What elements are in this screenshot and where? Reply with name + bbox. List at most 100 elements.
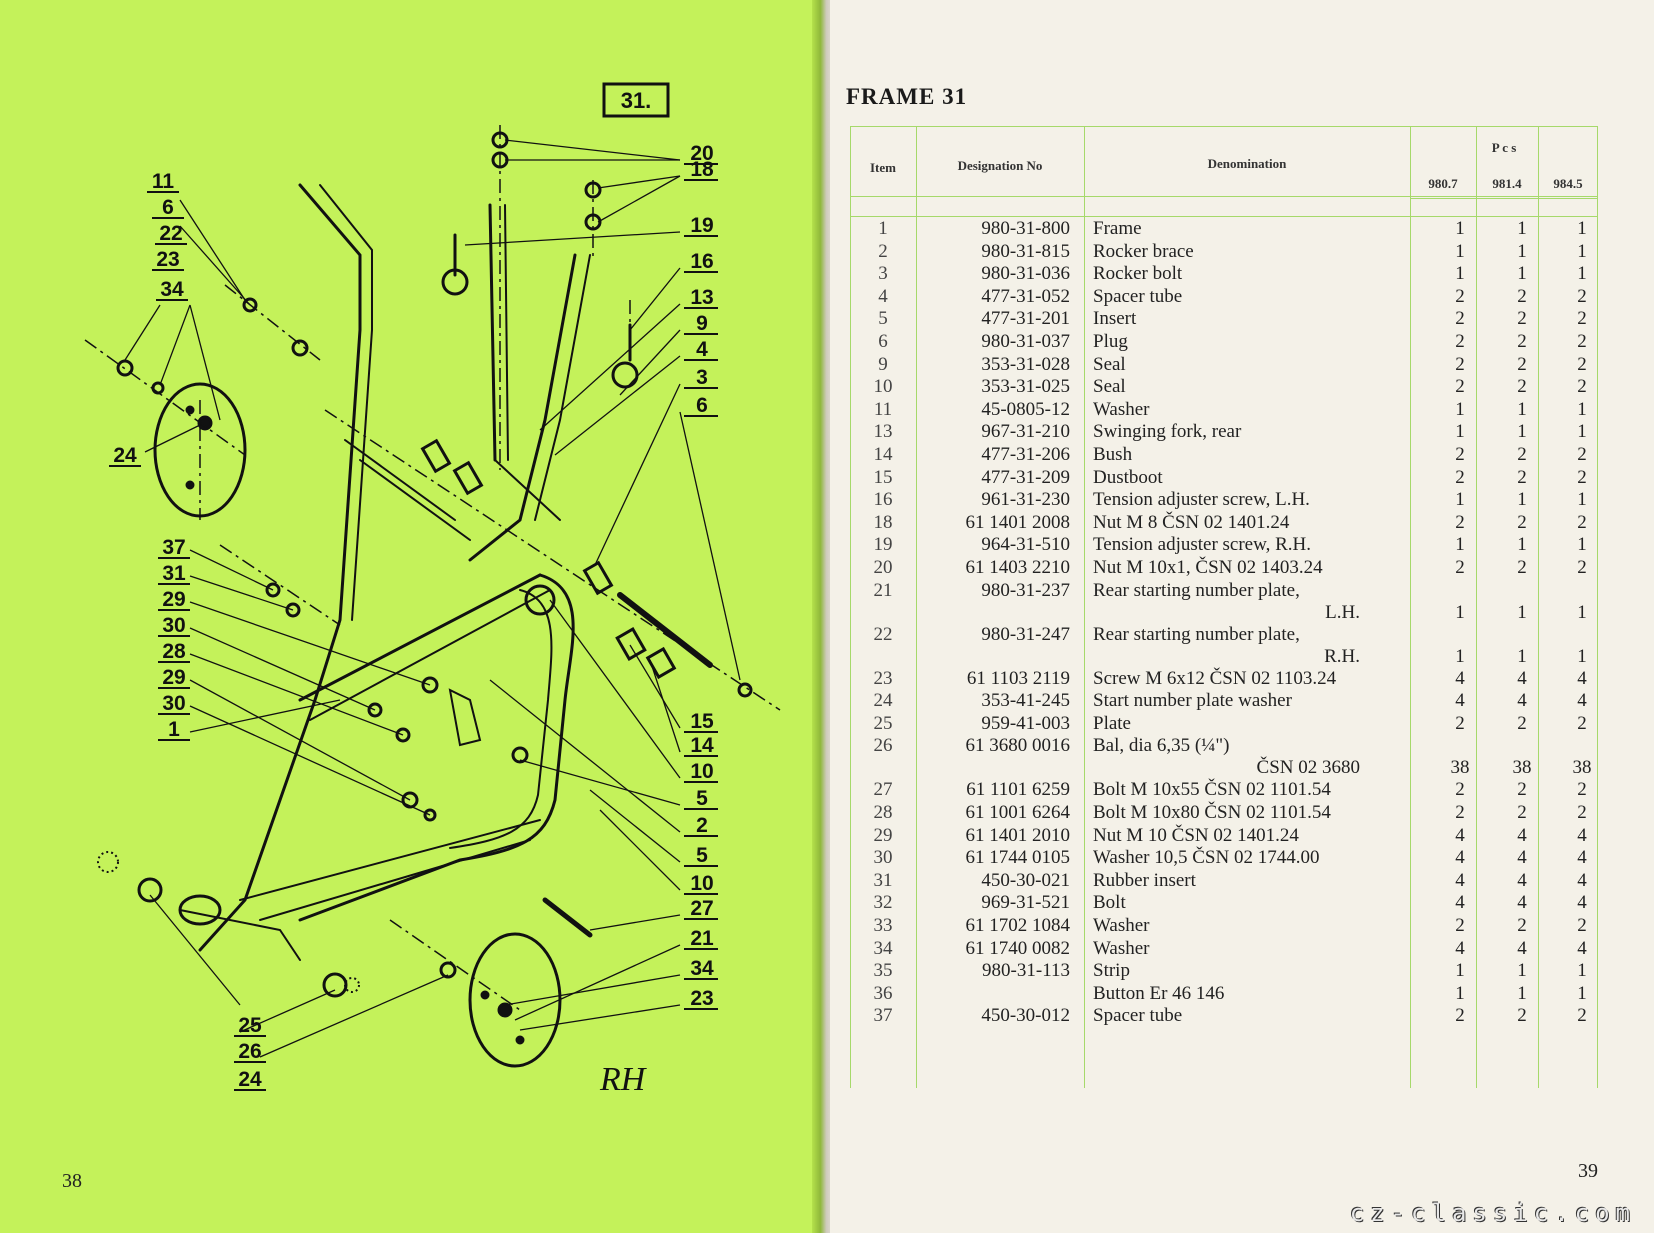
- quantity-2: 2: [1517, 331, 1527, 352]
- quantity-3: 1: [1577, 489, 1587, 511]
- denomination: Washer: [1093, 915, 1150, 936]
- quantity-2: 4: [1517, 824, 1527, 846]
- denomination: Tension adjuster screw, R.H.: [1093, 534, 1311, 556]
- designation-number: 61 1403 2210: [965, 557, 1071, 578]
- callout-13: 13: [690, 286, 713, 309]
- item-number: 23: [873, 667, 893, 689]
- item-number: 28: [873, 802, 893, 823]
- quantity-3: 4: [1577, 892, 1587, 914]
- callout-29: 29: [162, 666, 185, 689]
- quantity-1: 2: [1455, 915, 1465, 936]
- denomination: Bal, dia 6,35 (¼"): [1093, 735, 1230, 757]
- quantity-2: 2: [1517, 353, 1527, 375]
- quantity-2: 1: [1517, 263, 1527, 285]
- item-number: 4: [878, 285, 888, 307]
- callout-11: 11: [152, 170, 175, 193]
- item-number: 25: [873, 712, 893, 734]
- denomination: Swinging fork, rear: [1093, 421, 1242, 443]
- quantity-3: 1: [1577, 263, 1587, 285]
- quantity-1: 2: [1455, 1005, 1465, 1027]
- denomination: Bolt M 10x80 ČSN 02 1101.54: [1093, 802, 1331, 823]
- quantity-3: 1: [1577, 982, 1587, 1004]
- quantity-3: 2: [1577, 511, 1587, 533]
- designation-number: 961-31-230: [981, 489, 1070, 511]
- item-number: 2: [878, 240, 888, 262]
- item-number: 26: [873, 735, 893, 757]
- quantity-2: 2: [1517, 712, 1527, 734]
- callout-34: 34: [160, 278, 184, 301]
- denomination: Start number plate washer: [1093, 690, 1292, 712]
- quantity-2: 4: [1517, 937, 1527, 959]
- item-number: 16: [873, 489, 893, 511]
- designation-number: 353-31-025: [981, 376, 1070, 398]
- designation-number: 477-31-209: [981, 466, 1070, 488]
- denomination: Insert: [1093, 308, 1137, 330]
- quantity-3: 38: [1572, 757, 1592, 779]
- quantity-1: 1: [1455, 398, 1465, 420]
- quantity-3: 2: [1577, 915, 1587, 936]
- denomination: Rocker bolt: [1093, 263, 1183, 285]
- quantity-1: 2: [1455, 444, 1465, 465]
- denomination: Rocker brace: [1093, 240, 1194, 262]
- page-title: FRAME 31: [846, 84, 968, 109]
- quantity-1: 2: [1455, 466, 1465, 488]
- quantity-3: 2: [1577, 802, 1587, 823]
- quantity-3: 2: [1577, 557, 1587, 578]
- quantity-1: 1: [1455, 489, 1465, 511]
- denomination: Seal: [1093, 376, 1126, 398]
- quantity-3: 4: [1577, 869, 1587, 891]
- quantity-1: 2: [1455, 308, 1465, 330]
- quantity-2: 1: [1517, 218, 1527, 239]
- callout-30: 30: [162, 692, 185, 715]
- right-page: [830, 0, 1654, 1233]
- quantity-1: 1: [1455, 534, 1465, 556]
- quantity-2: 1: [1517, 982, 1527, 1004]
- item-number: 15: [873, 466, 893, 488]
- denomination: Bush: [1093, 444, 1133, 465]
- left-page-number: 38: [62, 1170, 82, 1192]
- quantity-2: 1: [1517, 489, 1527, 511]
- item-number: 27: [873, 779, 893, 801]
- quantity-2: 4: [1517, 869, 1527, 891]
- callout-2: 2: [696, 814, 708, 837]
- callout-24: 24: [113, 444, 137, 467]
- item-number: 30: [873, 847, 893, 869]
- quantity-3: 2: [1577, 331, 1587, 352]
- quantity-1: 4: [1455, 690, 1465, 712]
- callout-15: 15: [690, 710, 714, 733]
- callout-10: 10: [690, 872, 713, 895]
- denomination: Spacer tube: [1093, 1005, 1183, 1027]
- callout-5: 5: [696, 844, 708, 867]
- header-qty-981-4: 981.4: [1492, 176, 1522, 191]
- quantity-1: 2: [1455, 557, 1465, 578]
- quantity-1: 1: [1455, 263, 1465, 285]
- denomination: Frame: [1093, 218, 1142, 239]
- item-number: 19: [873, 534, 893, 556]
- designation-number: 969-31-521: [981, 892, 1070, 914]
- quantity-1: 1: [1455, 421, 1465, 443]
- quantity-1: 2: [1455, 376, 1465, 398]
- quantity-2: 2: [1517, 557, 1527, 578]
- quantity-2: 4: [1517, 892, 1527, 914]
- quantity-1: 2: [1455, 331, 1465, 352]
- right-page-number: 39: [1578, 1160, 1598, 1182]
- denomination: Washer: [1093, 937, 1150, 959]
- header-denomination: Denomination: [1207, 156, 1287, 171]
- callout-27: 27: [690, 897, 713, 920]
- figure-label-box: [602, 82, 670, 118]
- quantity-2: 2: [1517, 915, 1527, 936]
- designation-number: 353-41-245: [981, 690, 1070, 712]
- item-number: 14: [873, 444, 893, 465]
- left-page: [0, 0, 822, 1233]
- quantity-3: 4: [1577, 937, 1587, 959]
- item-number: 18: [873, 511, 893, 533]
- quantity-2: 2: [1517, 308, 1527, 330]
- designation-number: 61 1101 6259: [966, 779, 1070, 801]
- callout-34: 34: [690, 957, 714, 980]
- item-number: 13: [873, 421, 893, 443]
- callout-6: 6: [162, 196, 174, 219]
- quantity-2: 4: [1517, 667, 1527, 689]
- quantity-3: 1: [1577, 398, 1587, 420]
- callout-22: 22: [159, 222, 182, 245]
